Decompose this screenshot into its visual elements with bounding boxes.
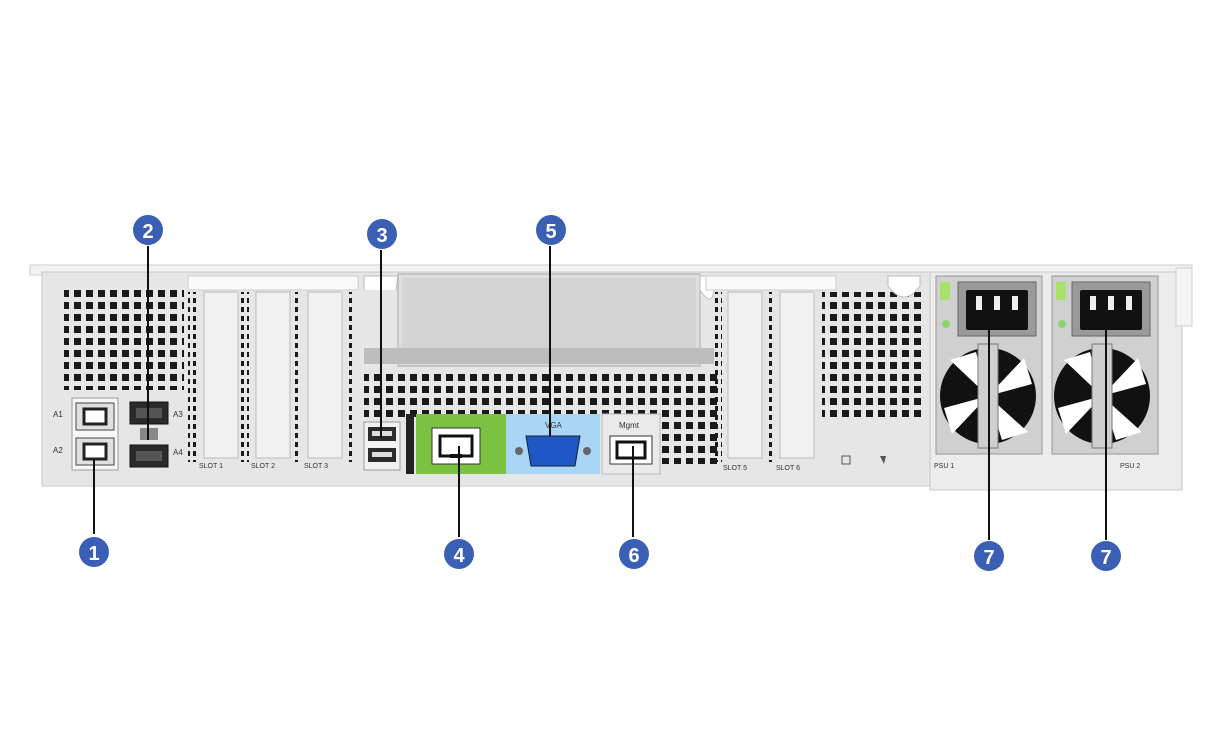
label-vga: VGA xyxy=(545,421,563,430)
callout-5: 5 xyxy=(536,215,566,245)
label-slot6: SLOT 6 xyxy=(776,465,800,472)
pcie-slots-right xyxy=(714,291,815,462)
svg-text:2: 2 xyxy=(142,221,153,243)
svg-text:1: 1 xyxy=(88,543,99,565)
label-a4: A4 xyxy=(173,448,183,457)
label-a3: A3 xyxy=(173,410,183,419)
svg-text:3: 3 xyxy=(376,225,387,247)
right-vent-grid xyxy=(822,292,924,422)
callout-2: 2 xyxy=(133,215,163,245)
center-vent-grid-right xyxy=(660,420,720,464)
label-mgmt: Mgmt xyxy=(619,421,640,430)
ocp-nic-block[interactable] xyxy=(416,414,506,474)
label-psu2: PSU 2 xyxy=(1120,463,1140,470)
svg-text:4: 4 xyxy=(453,545,465,567)
onboard-lan-ports[interactable] xyxy=(71,397,119,471)
center-recess xyxy=(363,273,715,367)
label-a2: A2 xyxy=(53,446,63,455)
callout-3: 3 xyxy=(367,219,397,249)
svg-text:7: 7 xyxy=(1100,547,1111,569)
label-slot3: SLOT 3 xyxy=(304,463,328,470)
label-a1: A1 xyxy=(53,410,63,419)
callout-7-psu1: 7 xyxy=(974,541,1004,571)
callout-7-psu2: 7 xyxy=(1091,541,1121,571)
svg-text:5: 5 xyxy=(545,221,556,243)
pcie-slots-left xyxy=(188,291,354,462)
left-vent-grid xyxy=(64,290,184,390)
label-slot2: SLOT 2 xyxy=(251,463,275,470)
label-slot5: SLOT 5 xyxy=(723,465,747,472)
vga-port[interactable] xyxy=(506,414,600,474)
svg-text:6: 6 xyxy=(628,545,639,567)
mgmt-port[interactable] xyxy=(601,413,661,475)
center-vent-grid xyxy=(364,372,720,420)
psu-notch xyxy=(887,275,921,298)
label-slot1: SLOT 1 xyxy=(199,463,223,470)
usb-ports[interactable] xyxy=(363,414,414,474)
chassis-ground-icons xyxy=(841,455,886,465)
left-riser-bracket xyxy=(187,275,359,291)
right-riser-bracket xyxy=(705,275,837,291)
svg-text:7: 7 xyxy=(983,547,994,569)
label-psu1: PSU 1 xyxy=(934,463,954,470)
callout-6: 6 xyxy=(619,539,649,569)
callout-4: 4 xyxy=(444,539,474,569)
callout-1: 1 xyxy=(79,537,109,567)
callout-leaders xyxy=(93,246,1107,540)
